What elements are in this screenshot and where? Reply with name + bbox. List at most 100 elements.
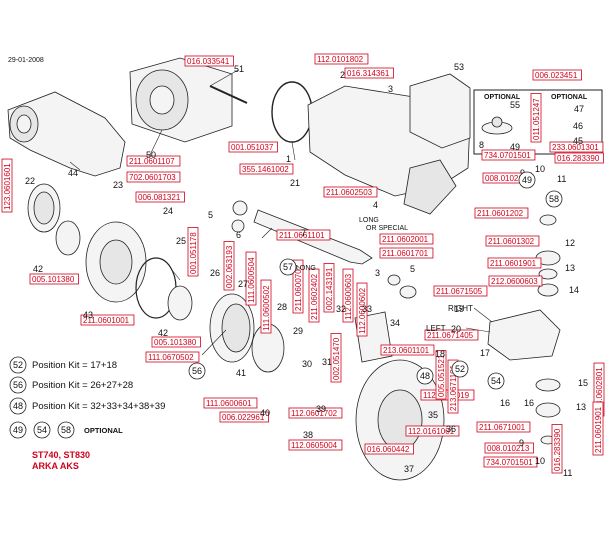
part-code-c21: 006.081321 xyxy=(135,191,185,203)
position-circle xyxy=(518,171,536,189)
position-number-36: 36 xyxy=(446,424,456,434)
callout-optional-a: OPTIONAL xyxy=(484,94,521,101)
position-number-text: 38 xyxy=(303,430,313,440)
position-number-27: 27 xyxy=(238,279,248,289)
part-code-c38: 734.0701501 xyxy=(483,456,538,468)
position-number-5: 5 xyxy=(208,210,213,220)
position-number-text: 42 xyxy=(33,264,43,274)
kit-3-circle xyxy=(9,397,27,415)
part-code-text: 008.010213 xyxy=(487,444,530,453)
part-code-box xyxy=(435,350,447,400)
position-number-39: 39 xyxy=(316,404,326,414)
leader-50 xyxy=(149,129,163,156)
position-number-50: 50 xyxy=(146,150,156,160)
position-number-text: 5 xyxy=(410,264,415,274)
part-code-box xyxy=(184,55,234,67)
position-number-text: 50 xyxy=(146,150,156,160)
part-code-text: 211.0601901 xyxy=(490,259,537,268)
model-line-2: ARKA AKS xyxy=(32,461,79,471)
position-circle xyxy=(545,190,563,208)
position-number-32: 32 xyxy=(336,304,346,314)
part-code-text: 112.0600602 xyxy=(358,287,367,334)
part-43-hub-inner xyxy=(99,239,133,285)
position-number-57: 57 xyxy=(279,258,297,276)
callout-optional-b: OPTIONAL xyxy=(551,94,588,101)
kit-3-text: Position Kit = 32+33+34+38+39 xyxy=(32,401,165,412)
part-code-text: 211.0671405 xyxy=(427,331,474,340)
part-code-text: 702.0601703 xyxy=(129,173,176,182)
position-number-text: 52 xyxy=(455,364,465,374)
part-code-c24: 005.101380 xyxy=(151,336,201,348)
part-1-o-ring xyxy=(271,81,313,143)
part-code-c45: 211.0602402 xyxy=(308,268,320,323)
part-code-text: 002.063193 xyxy=(225,245,234,288)
part-code-text: 016.033541 xyxy=(187,57,230,66)
part-code-box xyxy=(485,235,540,247)
part-code-box xyxy=(405,425,460,437)
position-number-2: 2 xyxy=(340,70,345,80)
part-code-text: 006.081321 xyxy=(138,193,181,202)
part-code-box xyxy=(488,275,543,287)
part-code-text: 112.0600603 xyxy=(344,273,353,320)
position-number-text: 18 xyxy=(435,349,445,359)
part-code-text: 016.314361 xyxy=(347,69,390,78)
part-code-c10: 734.0701501 xyxy=(481,149,536,161)
position-number-49: 49 xyxy=(518,171,536,189)
part-code-c7: 702.0601703 xyxy=(126,171,181,183)
part-code-box xyxy=(530,93,542,143)
position-number-37: 37 xyxy=(404,464,414,474)
position-number-text: 9 xyxy=(519,438,524,448)
position-number-44: 44 xyxy=(68,168,78,178)
part-code-c46: 002.143191 xyxy=(323,263,335,313)
part-code-c9: 211.0602503 xyxy=(323,186,378,198)
position-number-29: 29 xyxy=(293,326,303,336)
position-number-15: 15 xyxy=(578,378,588,388)
position-number-11: 11 xyxy=(557,174,566,184)
position-number-10: 10 xyxy=(535,456,545,466)
part-code-box xyxy=(549,141,604,153)
position-number-21: 21 xyxy=(290,178,300,188)
diagram-date: 29-01-2008 xyxy=(8,57,44,64)
part-code-c25: 111.0670502 xyxy=(145,351,200,363)
kit-2-circle-label: 56 xyxy=(13,380,23,390)
position-number-30: 30 xyxy=(302,359,312,369)
part-code-text: 111.0600504 xyxy=(247,257,256,303)
part-code-box xyxy=(292,259,304,314)
part-code-c11: 016.283390 xyxy=(554,152,604,164)
part-code-box xyxy=(356,282,368,337)
part-code-text: 002.051470 xyxy=(332,337,341,380)
position-number-text: 47 xyxy=(574,104,584,114)
position-number-12: 12 xyxy=(565,238,575,248)
position-circle xyxy=(487,372,505,390)
part-code-text: 112.0605004 xyxy=(291,441,338,450)
part-code-text: 211.0671001 xyxy=(479,423,526,432)
position-number-20: 20 xyxy=(451,324,461,334)
leader-1 xyxy=(291,141,296,161)
part-code-c49: 002.051470 xyxy=(330,333,342,383)
position-circle xyxy=(416,367,434,385)
position-number-3: 3 xyxy=(375,268,380,278)
part-code-text: 211.0601701 xyxy=(382,249,429,258)
position-number-35: 35 xyxy=(428,410,438,420)
position-number-text: 3 xyxy=(388,84,393,94)
part-code-box xyxy=(483,456,538,468)
part-code-box xyxy=(187,227,199,277)
part-code-text: 211.0600702 xyxy=(294,264,303,311)
part-code-text: 005.101380 xyxy=(32,275,75,284)
part-code-text: 008.010213 xyxy=(485,174,528,183)
position-number-33: 33 xyxy=(362,304,372,314)
position-number-52: 52 xyxy=(451,360,469,378)
position-number-text: 23 xyxy=(113,180,123,190)
part-20-steering-knuckle xyxy=(487,309,561,361)
part-code-text: 112.0601702 xyxy=(291,409,338,418)
part-code-c6: 211.0601107 xyxy=(126,155,181,167)
position-number-text: 24 xyxy=(163,206,173,216)
position-number-text: 33 xyxy=(362,304,372,314)
leader-44 xyxy=(69,161,81,171)
position-number-16: 16 xyxy=(500,398,510,408)
position-number-text: 19 xyxy=(454,304,464,314)
part-code-box xyxy=(29,273,79,285)
position-number-text: 55 xyxy=(510,100,520,110)
part-code-c35: 112.0671019 xyxy=(420,389,475,401)
part-code-box xyxy=(126,155,181,167)
